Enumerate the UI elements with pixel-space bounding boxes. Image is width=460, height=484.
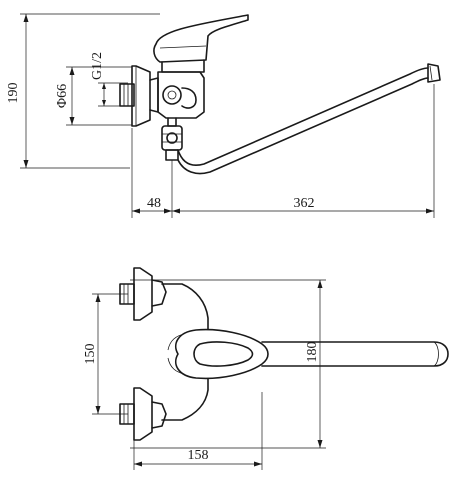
height-label: 190 bbox=[6, 83, 21, 104]
depth-dimension bbox=[133, 392, 263, 470]
depth-label: 158 bbox=[188, 448, 209, 463]
inlet-pipe bbox=[119, 83, 135, 107]
diameter-label: Φ66 bbox=[55, 84, 70, 108]
outer-spacing-dimension bbox=[130, 279, 326, 449]
inlet-spacing-label: 150 bbox=[83, 344, 98, 365]
offset-label: 48 bbox=[147, 196, 161, 211]
eccentric-connector bbox=[149, 77, 159, 113]
spout-pipe bbox=[177, 63, 441, 175]
diameter-dimension bbox=[66, 66, 132, 126]
lower-inlet bbox=[119, 387, 167, 441]
outer-spacing-label: 180 bbox=[305, 342, 320, 363]
wall-flange bbox=[131, 65, 151, 127]
inlet-spacing-dimension bbox=[92, 293, 128, 415]
horizontal-dimensions bbox=[131, 84, 435, 218]
mixer-body bbox=[157, 71, 205, 119]
spout-length-label: 362 bbox=[294, 196, 315, 211]
upper-inlet bbox=[119, 267, 167, 321]
lever-handle bbox=[153, 14, 249, 73]
top-view: 180 150 158 bbox=[83, 267, 449, 470]
spout-pipe-top bbox=[261, 341, 449, 367]
thread-label: G1/2 bbox=[90, 52, 105, 80]
side-view: 190 Φ66 G1/2 bbox=[6, 13, 441, 218]
height-dimension bbox=[20, 13, 160, 169]
thread-dimension bbox=[98, 82, 128, 107]
lever-handle-top bbox=[167, 328, 269, 380]
